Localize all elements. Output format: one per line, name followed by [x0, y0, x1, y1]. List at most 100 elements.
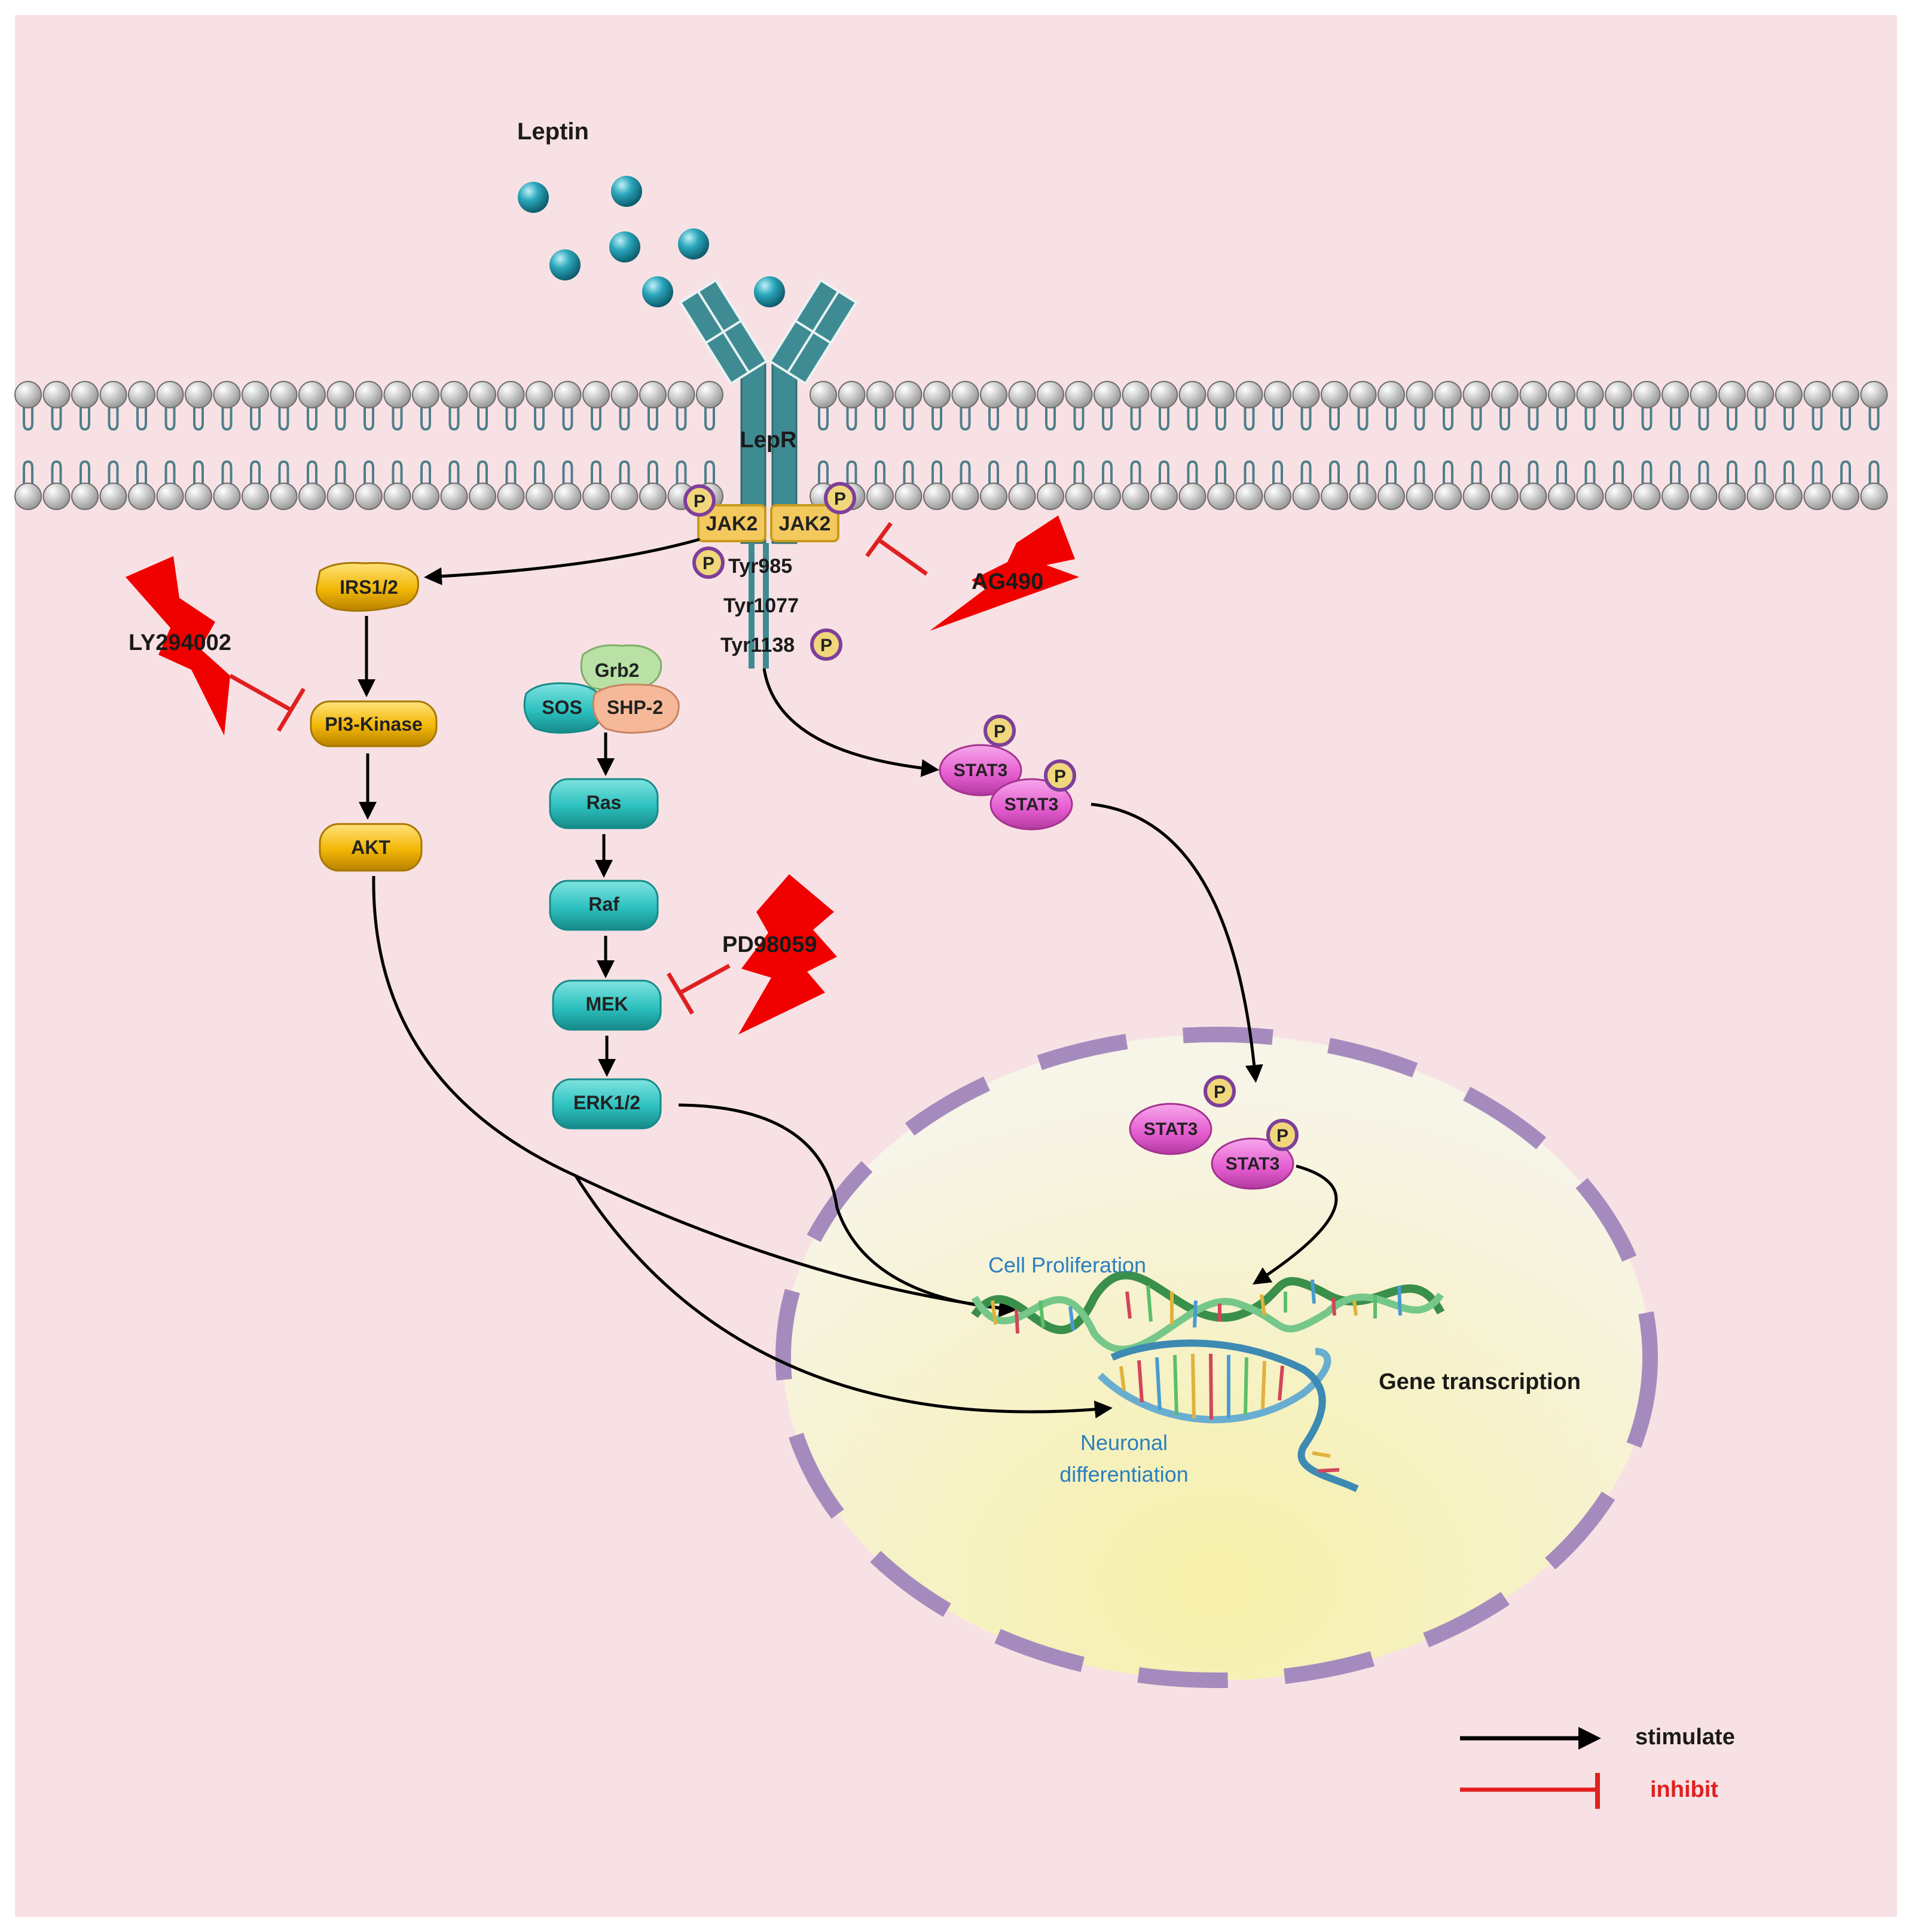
mek-node: MEK — [552, 979, 662, 1031]
lipid-head — [1065, 483, 1093, 510]
jak2-right-label: JAK2 — [779, 512, 831, 535]
svg-text:P: P — [820, 636, 832, 655]
lipid-head — [639, 483, 667, 510]
lipid-head — [1633, 381, 1661, 408]
phospho-jak2-right: P — [824, 482, 856, 514]
lipid-head — [99, 483, 127, 510]
lipid-tail — [221, 407, 233, 484]
lipid-tail — [1272, 407, 1283, 484]
lipid-tail — [1130, 407, 1141, 484]
lepr-label: LepR — [740, 428, 797, 453]
lipid-head — [1150, 483, 1178, 510]
lipid-head — [1207, 483, 1235, 510]
lipid-head — [71, 483, 99, 510]
lipid-head — [1235, 483, 1263, 510]
lipid-head — [894, 381, 923, 408]
lipid-tail — [818, 407, 829, 484]
lipid-head — [355, 381, 383, 408]
svg-text:P: P — [1054, 767, 1066, 786]
lipid-tail — [335, 407, 346, 484]
phospho-tyr1138: P — [810, 628, 842, 661]
lipid-head — [1462, 381, 1490, 408]
svg-text:P: P — [694, 492, 705, 511]
arrow-to-differentiation — [573, 1174, 1113, 1419]
lipid-head — [1150, 381, 1178, 408]
lipid-tail — [1215, 407, 1226, 484]
lipid-head — [554, 483, 582, 510]
lipid-head — [1321, 381, 1348, 408]
lipid-tail — [307, 407, 317, 484]
lipid-tail — [1613, 407, 1624, 484]
irs12-node: IRS1/2 — [315, 561, 419, 612]
lipid-tail — [51, 407, 62, 484]
lipid-head — [1519, 483, 1547, 510]
lipid-head — [412, 483, 439, 510]
lipid-head — [610, 483, 639, 510]
lipid-tail — [562, 407, 573, 484]
lipid-head — [866, 483, 894, 510]
lipid-head — [1690, 381, 1718, 408]
lipid-tail — [80, 407, 90, 484]
lipid-head — [42, 381, 71, 408]
lipid-head — [951, 381, 979, 408]
lipid-tail — [1102, 407, 1113, 484]
lipid-head — [298, 381, 326, 408]
lipid-head — [1718, 381, 1746, 408]
lipid-head — [1235, 381, 1263, 408]
lipid-head — [526, 381, 553, 408]
arrow-erk-to-proliferation — [678, 1103, 1017, 1317]
legend-stimulate-label: stimulate — [1635, 1725, 1735, 1750]
lipid-head — [270, 381, 298, 408]
inhibitor-ag490: AG490 — [865, 515, 1079, 631]
lipid-tail — [960, 407, 971, 484]
lipid-head — [1406, 381, 1434, 408]
lipid-tail — [477, 407, 488, 484]
lipid-head — [1548, 381, 1575, 408]
lipid-head — [1860, 381, 1888, 408]
lipid-head — [1207, 381, 1235, 408]
neuronal-label: Neuronal — [1080, 1430, 1168, 1455]
lipid-head — [185, 483, 212, 510]
lipid-head — [1037, 381, 1064, 408]
shp2-node: SHP-2 — [592, 683, 680, 734]
legend: stimulate inhibit — [1460, 1725, 1735, 1809]
lipid-head — [1803, 381, 1831, 408]
lipid-head — [610, 381, 639, 408]
leptin-molecule — [609, 231, 640, 263]
lipid-head — [923, 483, 951, 510]
lipid-head — [1434, 483, 1462, 510]
lipid-tail — [1727, 407, 1737, 484]
lipid-head — [383, 483, 411, 510]
lipid-tail — [1670, 407, 1681, 484]
lipid-head — [213, 483, 241, 510]
lipid-head — [810, 381, 837, 408]
lipid-head — [639, 381, 667, 408]
lipid-head — [1122, 483, 1150, 510]
lipid-head — [1832, 483, 1859, 510]
lipid-head — [1746, 381, 1774, 408]
lipid-head — [440, 381, 468, 408]
arrow-lepr-to-stat3 — [762, 668, 939, 777]
inhibit-line — [877, 538, 928, 576]
lipid-tail — [1840, 407, 1851, 484]
lipid-head — [1178, 483, 1207, 510]
lipid-tail — [1159, 407, 1169, 484]
cell-proliferation-label: Cell Proliferation — [988, 1253, 1146, 1277]
svg-text:STAT3: STAT3 — [1226, 1154, 1280, 1174]
lipid-tail — [875, 407, 885, 484]
inhibit-line — [229, 673, 293, 713]
svg-text:Grb2: Grb2 — [595, 660, 640, 681]
lipid-tail — [1812, 407, 1823, 484]
lipid-head — [14, 483, 42, 510]
lipid-head — [469, 483, 496, 510]
inhibitor-ly294002: LY294002 — [126, 556, 306, 735]
lipid-head — [1264, 483, 1291, 510]
lipid-head — [582, 381, 610, 408]
lipid-head — [355, 483, 383, 510]
ag490-label: AG490 — [972, 569, 1043, 594]
lipid-tail — [1073, 407, 1085, 484]
lipid-head — [1378, 381, 1405, 408]
lipid-head — [1775, 483, 1803, 510]
lipid-tail — [1755, 407, 1766, 484]
svg-text:IRS1/2: IRS1/2 — [340, 576, 398, 598]
